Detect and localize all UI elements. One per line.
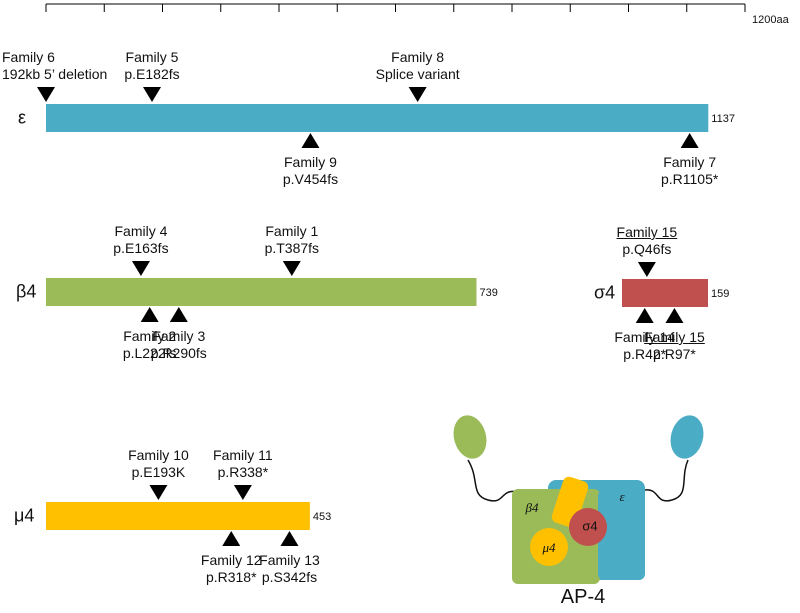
mutation-family: Family 4	[114, 223, 168, 239]
complex-title: AP-4	[560, 586, 606, 608]
mutation-variant: p.V454fs	[282, 171, 339, 187]
epsilon-appendage-linker	[644, 459, 689, 502]
beta4-protein-name: β4	[16, 281, 37, 302]
mu4-mutation-marker	[222, 531, 241, 546]
mutation-variant: p.E163fs	[113, 240, 169, 256]
mutation-variant: p.Q46fs	[622, 241, 672, 257]
mutation-family: Family 2	[123, 328, 177, 344]
epsilon-mutation-marker	[37, 87, 55, 102]
complex-sigma4-label: σ4	[582, 518, 598, 534]
mutation-family: Family 9	[283, 154, 337, 170]
mutation-variant: p.S342fs	[261, 569, 318, 585]
mutation-family: Family 14	[614, 329, 676, 345]
mutation-family: Family 8	[391, 49, 445, 65]
mutation-variant: 192kb 5’ deletion	[2, 66, 108, 82]
mu4-mutation-marker	[280, 531, 299, 546]
epsilon-appendage	[670, 415, 704, 459]
mutation-variant: p.R42*	[623, 346, 667, 362]
mu4-mutation-marker	[233, 485, 252, 500]
epsilon-mutation-marker	[301, 133, 320, 148]
mu4-protein-bar	[46, 502, 310, 530]
mutation-family: Family 15	[616, 224, 678, 240]
epsilon-mutation-marker	[680, 133, 699, 148]
mu4-length-label: 453	[312, 511, 332, 523]
sigma4-mutation-marker	[637, 262, 656, 277]
scale-end-label: 1200aa	[752, 14, 789, 26]
mutation-variant: p.R318*	[205, 569, 257, 585]
mutation-family: Family 7	[663, 154, 717, 170]
mutation-family: Family 10	[128, 447, 189, 463]
sigma4-protein-bar	[622, 279, 708, 307]
epsilon-protein-name: ε	[18, 107, 27, 128]
sigma4-mutation-marker	[665, 308, 684, 323]
mutation-family: Family 12	[200, 552, 262, 568]
beta4-mutation-marker	[131, 261, 150, 276]
mutation-variant: p.R97*	[653, 346, 696, 362]
mutation-variant: p.T387fs	[264, 240, 320, 256]
beta4-length-label: 739	[479, 287, 498, 299]
ap4-complex-cartoon	[453, 415, 704, 584]
mutation-variant: p.E182fs	[124, 66, 180, 82]
epsilon-mutation-marker	[408, 87, 427, 102]
mu4-mutation-marker	[149, 485, 168, 500]
beta4-mutation-marker	[140, 307, 159, 322]
mu4-subunit	[530, 528, 568, 566]
epsilon-length-label: 1137	[711, 113, 735, 125]
mutation-family: Family 6	[2, 49, 55, 65]
complex-epsilon-label: ε	[619, 489, 625, 504]
mutation-family: Family 15	[644, 329, 705, 345]
beta4-mutation-marker	[169, 307, 188, 322]
mutation-family: Family 3	[152, 328, 206, 344]
epsilon-protein-bar	[46, 104, 709, 132]
epsilon-trunk-front	[598, 490, 645, 580]
complex-beta4-label: β4	[525, 500, 539, 515]
beta4-protein-bar	[46, 278, 477, 306]
mu4-protein-name: μ4	[14, 505, 35, 526]
beta4-appendage-linker	[467, 459, 519, 502]
sigma4-subunit	[569, 508, 607, 546]
sigma4-mutation-marker	[635, 308, 654, 323]
mutation-variant: p.R338*	[217, 464, 269, 480]
mutation-variant: p.E193K	[131, 464, 186, 480]
mutation-variant: Splice variant	[375, 66, 460, 82]
mutation-variant: p.L222fs	[122, 345, 177, 361]
mutation-family: Family 11	[213, 447, 273, 463]
beta4-mutation-marker	[282, 261, 301, 276]
mutation-family: Family 5	[125, 49, 179, 65]
beta4-appendage	[453, 415, 487, 459]
mutation-family: Family 1	[265, 223, 319, 239]
sigma4-length-label: 159	[711, 288, 730, 300]
mutation-family: Family 13	[259, 552, 320, 568]
mutation-variant: p.R290fs	[150, 345, 207, 361]
mutation-variant: p.R1105*	[660, 171, 719, 187]
complex-mu4-label: μ4	[542, 540, 556, 555]
sigma4-protein-name: σ4	[594, 282, 616, 303]
epsilon-mutation-marker	[143, 87, 162, 102]
